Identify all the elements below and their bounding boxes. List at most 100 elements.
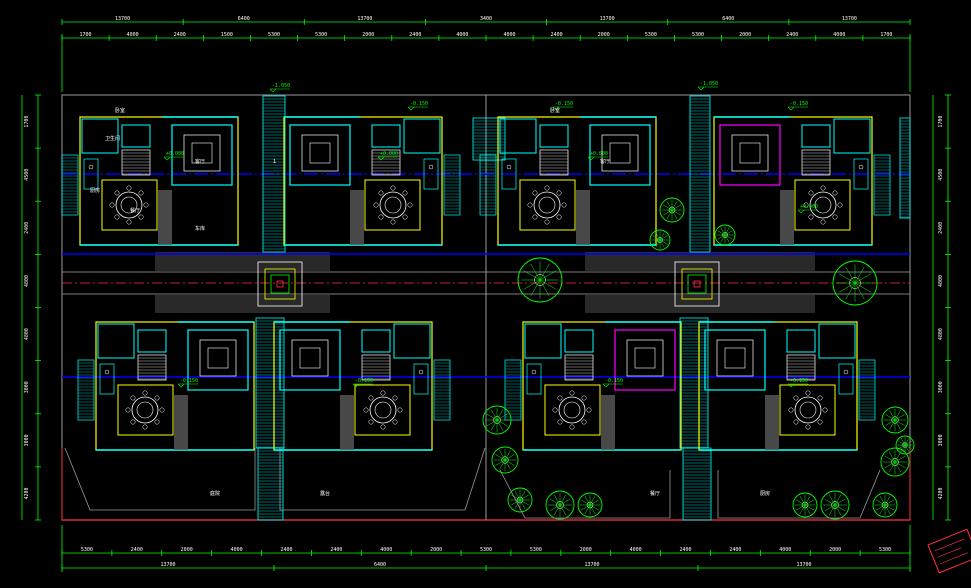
tree-branch	[799, 504, 806, 514]
dining-chair	[557, 419, 563, 425]
sink	[88, 164, 94, 170]
tree-branch	[838, 282, 856, 293]
bedroom-wall	[524, 323, 562, 359]
sink	[531, 369, 537, 375]
tree-branch	[539, 263, 550, 281]
tree-branch	[804, 499, 814, 506]
dimension-value: 4000	[380, 547, 392, 553]
dimension-value: 3000	[24, 434, 30, 446]
elevation-marker	[787, 383, 795, 388]
dining-table-center	[538, 196, 556, 214]
dining-chair	[126, 219, 132, 225]
tree-branch	[504, 459, 515, 466]
tree-branch	[894, 455, 906, 463]
tree-branch	[496, 409, 504, 421]
tree-branch	[496, 419, 508, 427]
dining-chair	[569, 390, 575, 396]
bedroom-wall	[393, 323, 431, 359]
tree-branch	[655, 239, 661, 248]
dimension-value: 1700	[880, 32, 892, 38]
coffee-table	[609, 142, 631, 164]
dining-table-center	[374, 401, 392, 419]
dimension-value: 5300	[81, 547, 93, 553]
kitchen-counter	[838, 363, 854, 395]
dining-room-wall	[354, 384, 411, 436]
tree-branch	[530, 263, 541, 281]
tree-branch	[724, 230, 733, 236]
axis-lines	[62, 173, 910, 378]
dimension-value: 13700	[357, 16, 372, 22]
tree-branch	[717, 234, 726, 240]
dining-table-center	[799, 401, 817, 419]
tree-canopy	[659, 197, 685, 223]
tree-canopy	[482, 405, 512, 435]
kitchen-counter	[413, 363, 429, 395]
tree-branch	[671, 209, 681, 216]
dining-room-wall	[779, 384, 836, 436]
tree-branch	[854, 282, 865, 300]
house-units	[61, 116, 891, 451]
landscape-trees	[482, 197, 915, 520]
tree-branch	[584, 496, 591, 506]
room-label: 卧室	[550, 107, 560, 114]
dining-table	[115, 191, 143, 219]
elevation-marker	[552, 106, 560, 111]
elevation-value: -0.150	[790, 101, 808, 107]
tree-branch	[519, 499, 529, 506]
tree-branch	[900, 438, 906, 446]
kitchen-counter	[853, 158, 869, 190]
elevation-value: -0.150	[555, 101, 573, 107]
tree-trunk	[501, 456, 509, 464]
sofa-set	[183, 134, 221, 172]
elevation-marker	[587, 156, 595, 161]
tree-branch	[724, 234, 733, 240]
tree-branch	[724, 227, 730, 236]
tree-canopy	[507, 487, 533, 513]
dimension-value: 5300	[645, 32, 657, 38]
dimension-value: 5300	[879, 547, 891, 553]
dining-chair	[138, 190, 144, 196]
dimension-value: 4000	[231, 547, 243, 553]
dimension-value: 2000	[829, 547, 841, 553]
dining-chair	[126, 185, 132, 191]
tree-branch	[854, 266, 865, 284]
dining-chair	[569, 424, 575, 430]
tree-branch	[834, 504, 846, 512]
tree-branch	[514, 499, 521, 509]
dining-table-center	[120, 196, 138, 214]
dimension-value: 2000	[580, 547, 592, 553]
house-unit	[713, 116, 891, 246]
dimension-value: 2000	[430, 547, 442, 553]
dining-chair	[817, 419, 823, 425]
pavilion-middle	[264, 268, 296, 300]
dining-chair	[803, 202, 809, 208]
kitchen-counter	[99, 363, 115, 395]
coffee-table	[739, 142, 761, 164]
dining-chair	[557, 395, 563, 401]
tree-branch	[496, 413, 508, 421]
tree-branch	[834, 498, 846, 506]
elevation-value: -0.150	[355, 378, 373, 384]
tree-branch	[584, 504, 591, 514]
dining-chair	[402, 214, 408, 220]
room-label: 餐厅	[130, 207, 140, 214]
dimension-value: 5300	[315, 32, 327, 38]
pavilion-outer	[674, 261, 720, 307]
tree-branch	[666, 201, 673, 211]
tree-branch	[671, 201, 678, 211]
courtyard-paving	[174, 395, 188, 450]
courtyard-paving	[350, 190, 364, 245]
dimension-value: 2000	[739, 32, 751, 38]
courtyard-paving	[601, 395, 615, 450]
tree-branch	[663, 204, 673, 211]
tree-branch	[824, 498, 836, 506]
tree-branch	[490, 409, 498, 421]
bathroom-wall	[121, 124, 151, 148]
corner-stamp	[927, 528, 971, 574]
bedroom-wall	[499, 118, 537, 154]
tree-branch	[804, 504, 811, 514]
tree-branch	[663, 209, 673, 216]
dining-chair	[793, 395, 799, 401]
tree-canopy	[881, 406, 909, 434]
